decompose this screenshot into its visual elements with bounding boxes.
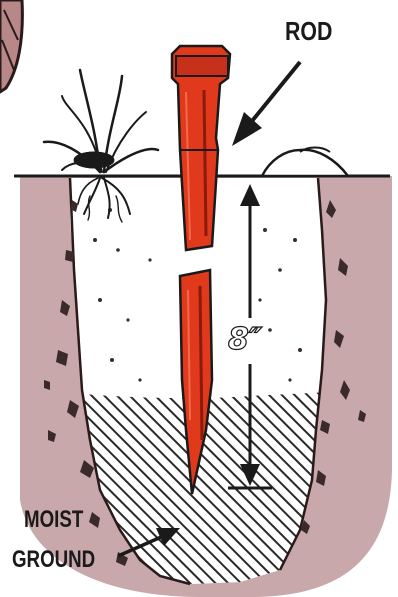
corner-ornament xyxy=(0,0,22,92)
pebble-icon xyxy=(262,148,348,177)
depth-label: 8″ xyxy=(228,322,262,357)
moist-label: MOIST xyxy=(24,506,83,534)
ground-label: GROUND xyxy=(12,546,95,574)
rod-label: ROD xyxy=(285,16,332,47)
rod-pointer-arrow xyxy=(232,62,300,146)
